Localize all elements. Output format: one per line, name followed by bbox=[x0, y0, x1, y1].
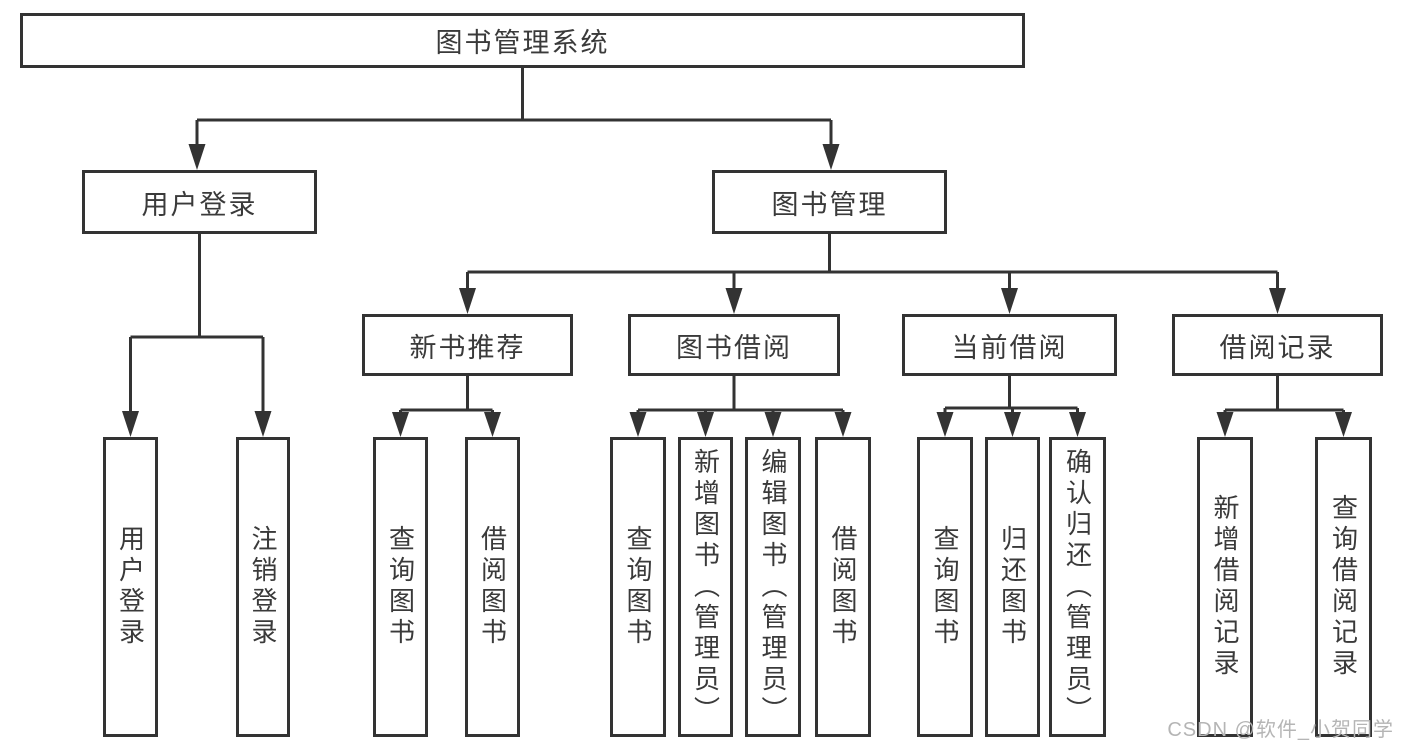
leaf-confirm-return-admin-label: 确认归还（管理员） bbox=[1062, 447, 1093, 727]
leaf-return-books-label: 归还图书 bbox=[997, 525, 1028, 649]
leaf-add-borrow-record: 新增借阅记录 bbox=[1197, 437, 1253, 737]
connector-current-borrowing-arrowheads bbox=[936, 412, 1086, 437]
leaf-query-borrow-record-label: 查询借阅记录 bbox=[1328, 494, 1359, 680]
connector-current-borrowing-lines bbox=[943, 374, 1079, 414]
leaf-borrow-books-1-label: 借阅图书 bbox=[477, 525, 508, 649]
leaf-add-borrow-record-label: 新增借阅记录 bbox=[1210, 494, 1240, 680]
connector-new-book-recommend-lines bbox=[399, 374, 494, 414]
leaf-logout-label: 注销登录 bbox=[248, 525, 278, 649]
leaf-confirm-return-admin: 确认归还（管理员） bbox=[1049, 437, 1106, 737]
leaf-add-books-admin: 新增图书（管理员） bbox=[678, 437, 733, 737]
node-book-management: 图书管理 bbox=[712, 170, 947, 234]
leaf-query-books-1: 查询图书 bbox=[373, 437, 428, 737]
connector-book-borrowing-arrowheads bbox=[629, 412, 852, 437]
leaf-borrow-books-2-label: 借阅图书 bbox=[828, 525, 858, 649]
leaf-borrow-books-1: 借阅图书 bbox=[465, 437, 520, 737]
connector-borrowing-records-lines bbox=[1223, 374, 1345, 414]
leaf-edit-books-admin-label: 编辑图书（管理员） bbox=[758, 447, 788, 727]
node-current-borrowing: 当前借阅 bbox=[902, 314, 1117, 376]
leaf-query-books-2: 查询图书 bbox=[610, 437, 666, 737]
leaf-user-login: 用户登录 bbox=[103, 437, 158, 737]
leaf-edit-books-admin: 编辑图书（管理员） bbox=[745, 437, 801, 737]
leaf-return-books: 归还图书 bbox=[985, 437, 1040, 737]
node-book-borrowing: 图书借阅 bbox=[628, 314, 840, 376]
connector-user-login-arrowheads bbox=[122, 411, 272, 437]
leaf-query-borrow-record: 查询借阅记录 bbox=[1315, 437, 1372, 737]
node-borrowing-records: 借阅记录 bbox=[1172, 314, 1383, 376]
leaf-query-books-3: 查询图书 bbox=[917, 437, 973, 737]
connector-book-borrowing-lines bbox=[636, 374, 845, 414]
watermark: CSDN @软件_小贺同学 bbox=[1167, 719, 1394, 741]
connector-root-to-level2-lines bbox=[195, 66, 833, 146]
leaf-add-books-admin-label: 新增图书（管理员） bbox=[690, 447, 721, 727]
connector-user-login-lines bbox=[129, 232, 265, 412]
leaf-borrow-books-2: 借阅图书 bbox=[815, 437, 871, 737]
connector-book-management-lines bbox=[466, 232, 1279, 290]
connector-borrowing-records-arrowheads bbox=[1216, 412, 1352, 437]
connector-new-book-recommend-arrowheads bbox=[392, 412, 501, 437]
connector-root-to-level2-arrowheads bbox=[188, 144, 840, 170]
leaf-query-books-3-label: 查询图书 bbox=[930, 525, 960, 649]
connector-book-management-arrowheads bbox=[459, 288, 1286, 314]
leaf-user-login-label: 用户登录 bbox=[115, 525, 146, 649]
leaf-logout: 注销登录 bbox=[236, 437, 290, 737]
leaf-query-books-2-label: 查询图书 bbox=[623, 525, 653, 649]
node-new-book-recommend: 新书推荐 bbox=[362, 314, 573, 376]
node-library-management-system: 图书管理系统 bbox=[20, 13, 1025, 68]
leaf-query-books-1-label: 查询图书 bbox=[385, 525, 416, 649]
node-user-login: 用户登录 bbox=[82, 170, 317, 234]
